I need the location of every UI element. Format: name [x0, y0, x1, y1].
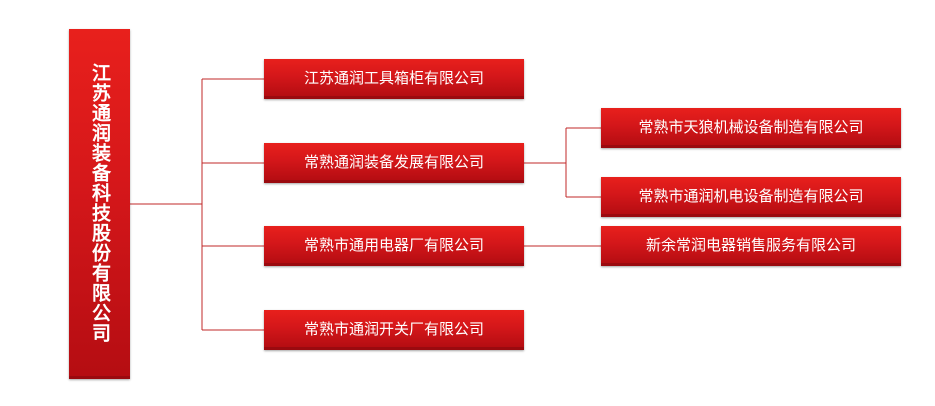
sub-subsidiary-box-3: 新余常润电器销售服务有限公司 — [601, 226, 901, 266]
subsidiary-box-4: 常熟市通润开关厂有限公司 — [264, 310, 524, 350]
subsidiary-label-2: 常熟通润装备发展有限公司 — [303, 153, 484, 171]
subsidiary-box-3: 常熟市通用电器厂有限公司 — [264, 226, 524, 266]
root-company-label: 江苏通润装备科技股份有限公司 — [89, 62, 111, 343]
subsidiary-label-1: 江苏通润工具箱柜有限公司 — [303, 69, 484, 87]
subsidiary-label-3: 常熟市通用电器厂有限公司 — [303, 236, 484, 254]
sub-subsidiary-label-3: 新余常润电器销售服务有限公司 — [645, 236, 856, 254]
sub-subsidiary-box-2: 常熟市通润机电设备制造有限公司 — [601, 177, 901, 217]
sub-subsidiary-label-2: 常熟市通润机电设备制造有限公司 — [638, 187, 864, 205]
subsidiary-box-1: 江苏通润工具箱柜有限公司 — [264, 59, 524, 99]
sub-subsidiary-box-1: 常熟市天狼机械设备制造有限公司 — [601, 108, 901, 148]
subsidiary-label-4: 常熟市通润开关厂有限公司 — [303, 320, 484, 338]
sub-subsidiary-label-1: 常熟市天狼机械设备制造有限公司 — [638, 118, 864, 136]
subsidiary-box-2: 常熟通润装备发展有限公司 — [264, 143, 524, 183]
root-company-box: 江苏通润装备科技股份有限公司 — [69, 29, 130, 379]
